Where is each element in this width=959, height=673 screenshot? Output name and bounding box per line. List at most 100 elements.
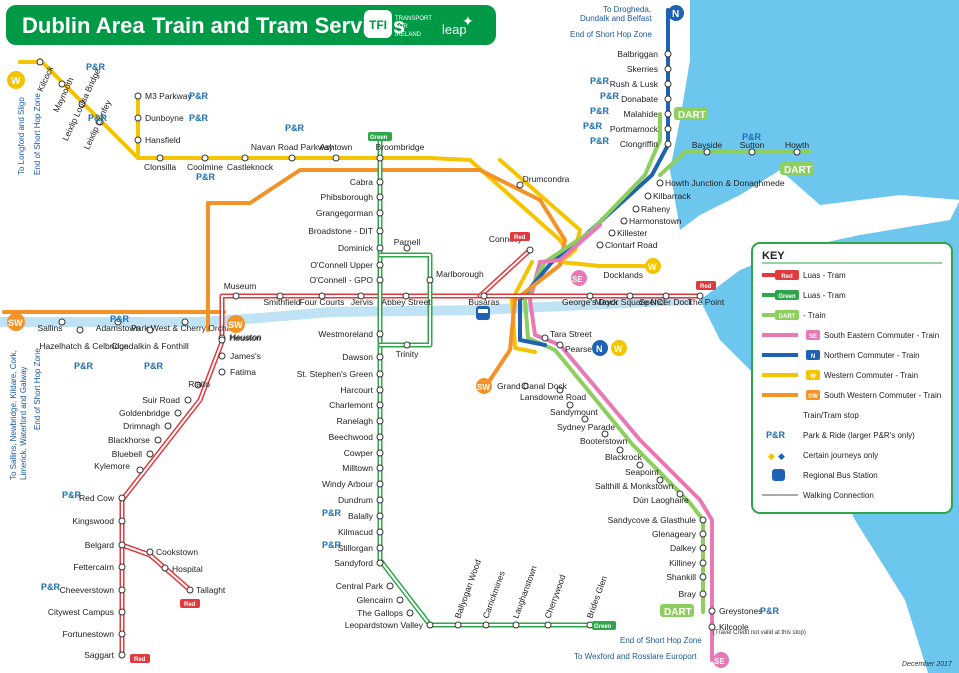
legend-label: Luas - Tram (803, 291, 846, 300)
note-short-hop-south: End of Short Hop Zone (620, 636, 702, 645)
station-label: Grand Canal Dock (497, 381, 568, 391)
station-label: Kilcoole (719, 622, 749, 632)
park-ride-label: P&R (322, 508, 342, 518)
station-stop (601, 430, 609, 438)
station-stop (376, 178, 384, 186)
park-ride-label: P&R (760, 606, 780, 616)
legend-badge-text: Red (781, 274, 793, 280)
station-label: Connolly (489, 234, 523, 244)
station-stop (426, 621, 434, 629)
station-label: Brides Glen (584, 574, 609, 619)
station-label: Coolmine (187, 162, 223, 172)
station-label: Skerries (627, 64, 658, 74)
station-label: Salthill & Monkstown (595, 481, 674, 491)
park-ride-label: P&R (86, 62, 106, 72)
badge-w-left: W (7, 71, 25, 89)
station-label: The Gallops (357, 608, 403, 618)
leap-logo: leap (442, 22, 467, 37)
station-label: Cheeverstown (60, 585, 115, 595)
station-stop (596, 241, 604, 249)
station-label: Glenageary (652, 529, 697, 539)
station-stop (664, 80, 672, 88)
station-stop (699, 544, 707, 552)
svg-text:N: N (672, 9, 679, 20)
station-label: Museum (224, 281, 257, 291)
station-stop (376, 209, 384, 217)
line-se-north (538, 223, 602, 264)
station-stop (664, 110, 672, 118)
svg-text:Red: Red (514, 235, 526, 241)
note-sallins-1: To Sallins, Newbridge, Kildare, Cork, (9, 350, 18, 480)
station-label: Red Cow (79, 493, 115, 503)
station-stop (376, 401, 384, 409)
svg-text:SE: SE (714, 657, 725, 666)
badge-red-point: Red (696, 281, 716, 290)
leap-deer-icon: ✦ (462, 13, 474, 29)
station-label: Castleknock (227, 162, 274, 172)
station-label: Howth (785, 140, 809, 150)
svg-text:N: N (596, 344, 603, 354)
station-label: Dawson (342, 352, 373, 362)
note-date: December 2017 (902, 661, 953, 668)
station-stop (58, 80, 66, 88)
station-stop (793, 148, 801, 156)
station-label: Seapoint (625, 467, 659, 477)
station-label: Belgard (85, 540, 115, 550)
note-drogheda-2: Dundalk and Belfast (580, 14, 652, 23)
station-label: Cookstown (156, 547, 198, 557)
station-label: Central Park (336, 581, 384, 591)
station-label: Trinity (396, 349, 420, 359)
line-luas-red-inner (121, 295, 701, 656)
station-stop (396, 596, 404, 604)
legend-badge-text: Green (778, 294, 796, 300)
svg-text:DART: DART (678, 110, 706, 121)
station-stop (146, 548, 154, 556)
station-stop (566, 401, 574, 409)
station-stop (516, 181, 524, 189)
station-label: Harcourt (340, 385, 373, 395)
legend-badge-text: W (810, 374, 816, 380)
park-ride-label: P&R (590, 136, 610, 146)
stops (36, 50, 801, 659)
station-stop (332, 154, 340, 162)
badge-sw-gcd: SW (476, 378, 492, 394)
station-stop (376, 433, 384, 441)
station-label: Raheny (641, 204, 671, 214)
svg-text:SW: SW (228, 320, 243, 330)
station-stop (376, 244, 384, 252)
station-stop (662, 292, 670, 300)
legend-badge (806, 350, 820, 360)
station-label: Drimnagh (123, 421, 160, 431)
legend-badge-text: DART (779, 314, 796, 320)
station-stop (636, 461, 644, 469)
station-label: Pearse (565, 344, 592, 354)
svg-text:W: W (648, 262, 657, 272)
station-label: Lansdowne Road (520, 392, 586, 402)
station-label: Bayside (692, 140, 723, 150)
station-label: Kylemore (94, 461, 130, 471)
park-ride-label: P&R (322, 540, 342, 550)
station-stop (118, 630, 126, 638)
station-label: Killester (617, 228, 647, 238)
station-stop (58, 318, 66, 326)
station-stop (186, 586, 194, 594)
station-label: Rush & Lusk (610, 79, 659, 89)
legend-label: Northern Commuter - Train (824, 351, 920, 360)
station-stop (644, 192, 652, 200)
station-stop (218, 368, 226, 376)
legend-title: KEY (762, 250, 785, 262)
station-stop (376, 154, 384, 162)
station-label: Cabra (350, 177, 373, 187)
title-dublin-area: Dublin Area (22, 13, 145, 38)
station-stop (664, 95, 672, 103)
park-ride-label: P&R (742, 132, 762, 142)
station-label: Howth Junction & Donaghmede (665, 178, 785, 188)
station-stop (36, 58, 44, 66)
note-wexford: To Wexford and Rosslare Europort (574, 652, 697, 661)
station-stop (118, 608, 126, 616)
station-stop (376, 417, 384, 425)
station-label: Fatima (230, 367, 256, 377)
line-se (528, 260, 714, 662)
